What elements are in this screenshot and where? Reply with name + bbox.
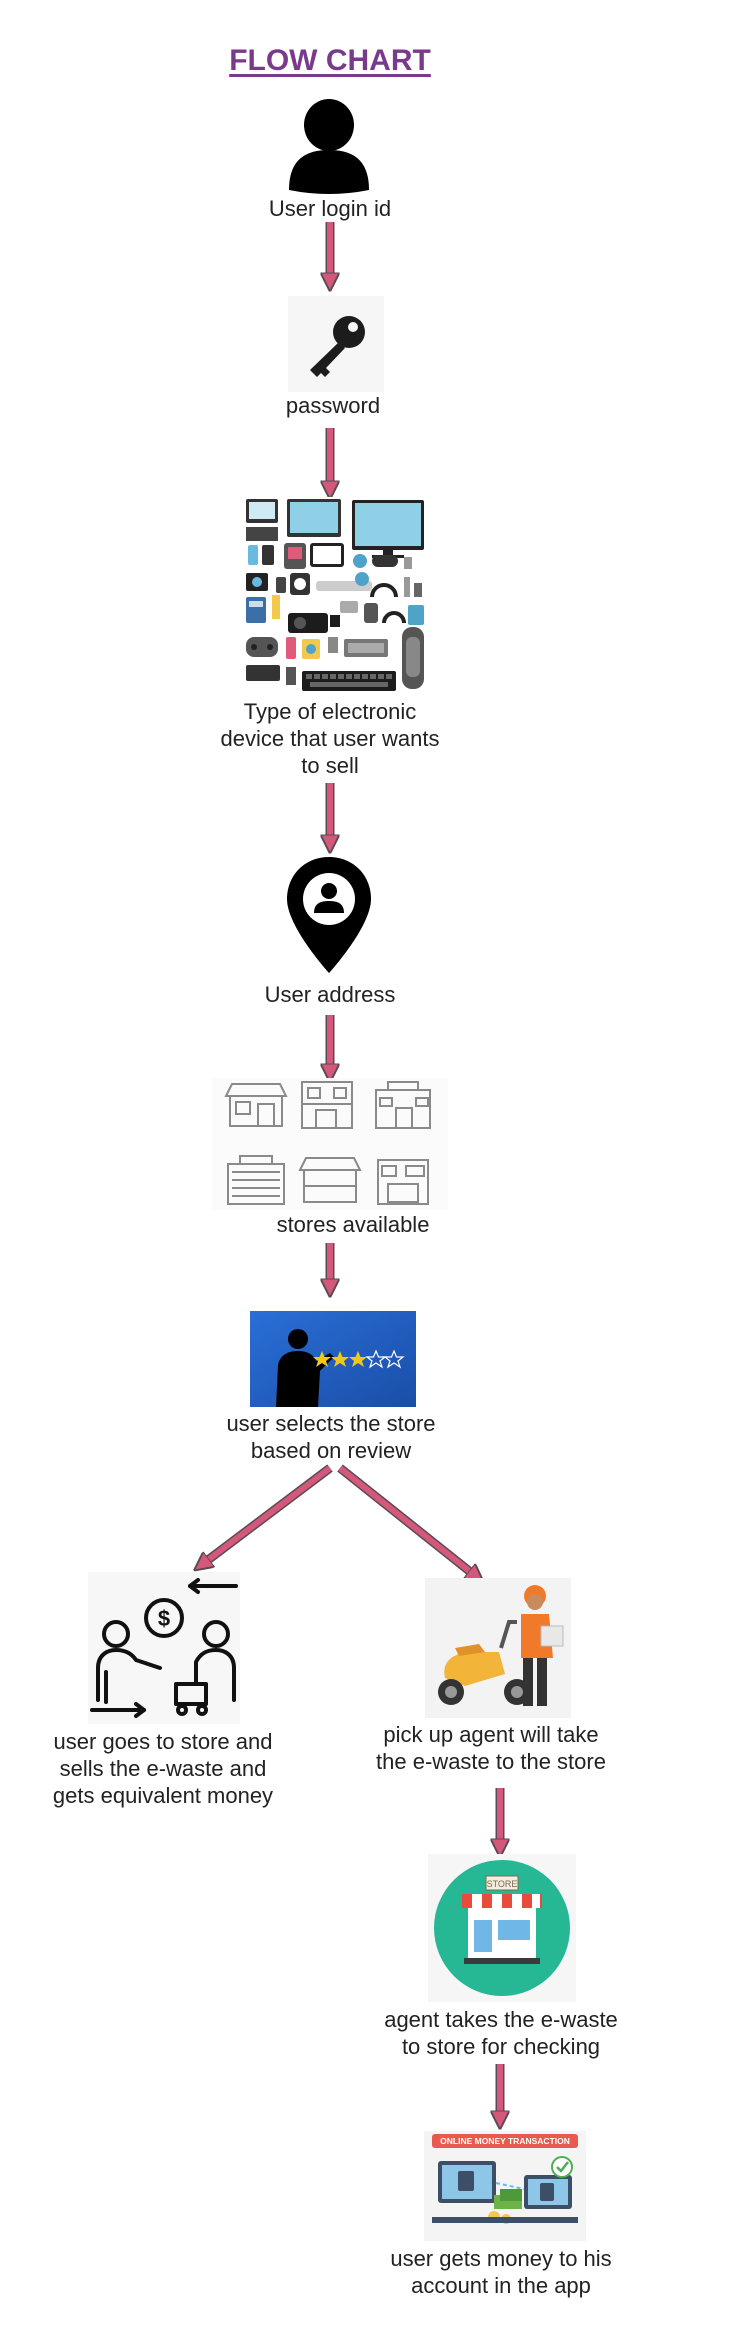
step-stores-label: stores available (276, 1212, 430, 1237)
money-exchange-icon: $ (88, 1572, 240, 1724)
step-login-label: User login id (268, 196, 392, 221)
step-pickup-label: pick up agent will take the e-waste to t… (376, 1722, 606, 1774)
arrow-select-pickup (338, 1465, 478, 1578)
arrow-select-storesell (200, 1465, 332, 1566)
shops-grid-icon (212, 1078, 448, 1210)
step-storesell-label: user goes to store and sells the e-waste… (52, 1729, 274, 1808)
user-icon (289, 99, 369, 194)
svg-text:STORE: STORE (487, 1879, 518, 1889)
online-money-transaction-image: ONLINE MONEY TRANSACTION (424, 2131, 586, 2241)
step-device-label: Type of electronic device that user want… (220, 699, 440, 778)
svg-text:$: $ (158, 1606, 170, 1631)
transaction-banner-text: ONLINE MONEY TRANSACTION (440, 2136, 570, 2146)
review-stars-image (250, 1311, 416, 1407)
step-address-label: User address (264, 982, 396, 1007)
page-title: FLOW CHART (229, 44, 431, 77)
location-pin-icon (287, 857, 371, 973)
step-password-label: password (285, 393, 381, 418)
step-money-label: user gets money to his account in the ap… (390, 2246, 612, 2298)
key-icon (310, 316, 365, 377)
key-icon-tile (288, 296, 384, 392)
step-select-label: user selects the store based on review (226, 1411, 436, 1463)
delivery-scooter-image (425, 1578, 571, 1718)
step-agentstore-label: agent takes the e-waste to store for che… (384, 2007, 618, 2059)
store-icon: STORE (428, 1854, 576, 2002)
electronics-collage-image (244, 497, 428, 697)
